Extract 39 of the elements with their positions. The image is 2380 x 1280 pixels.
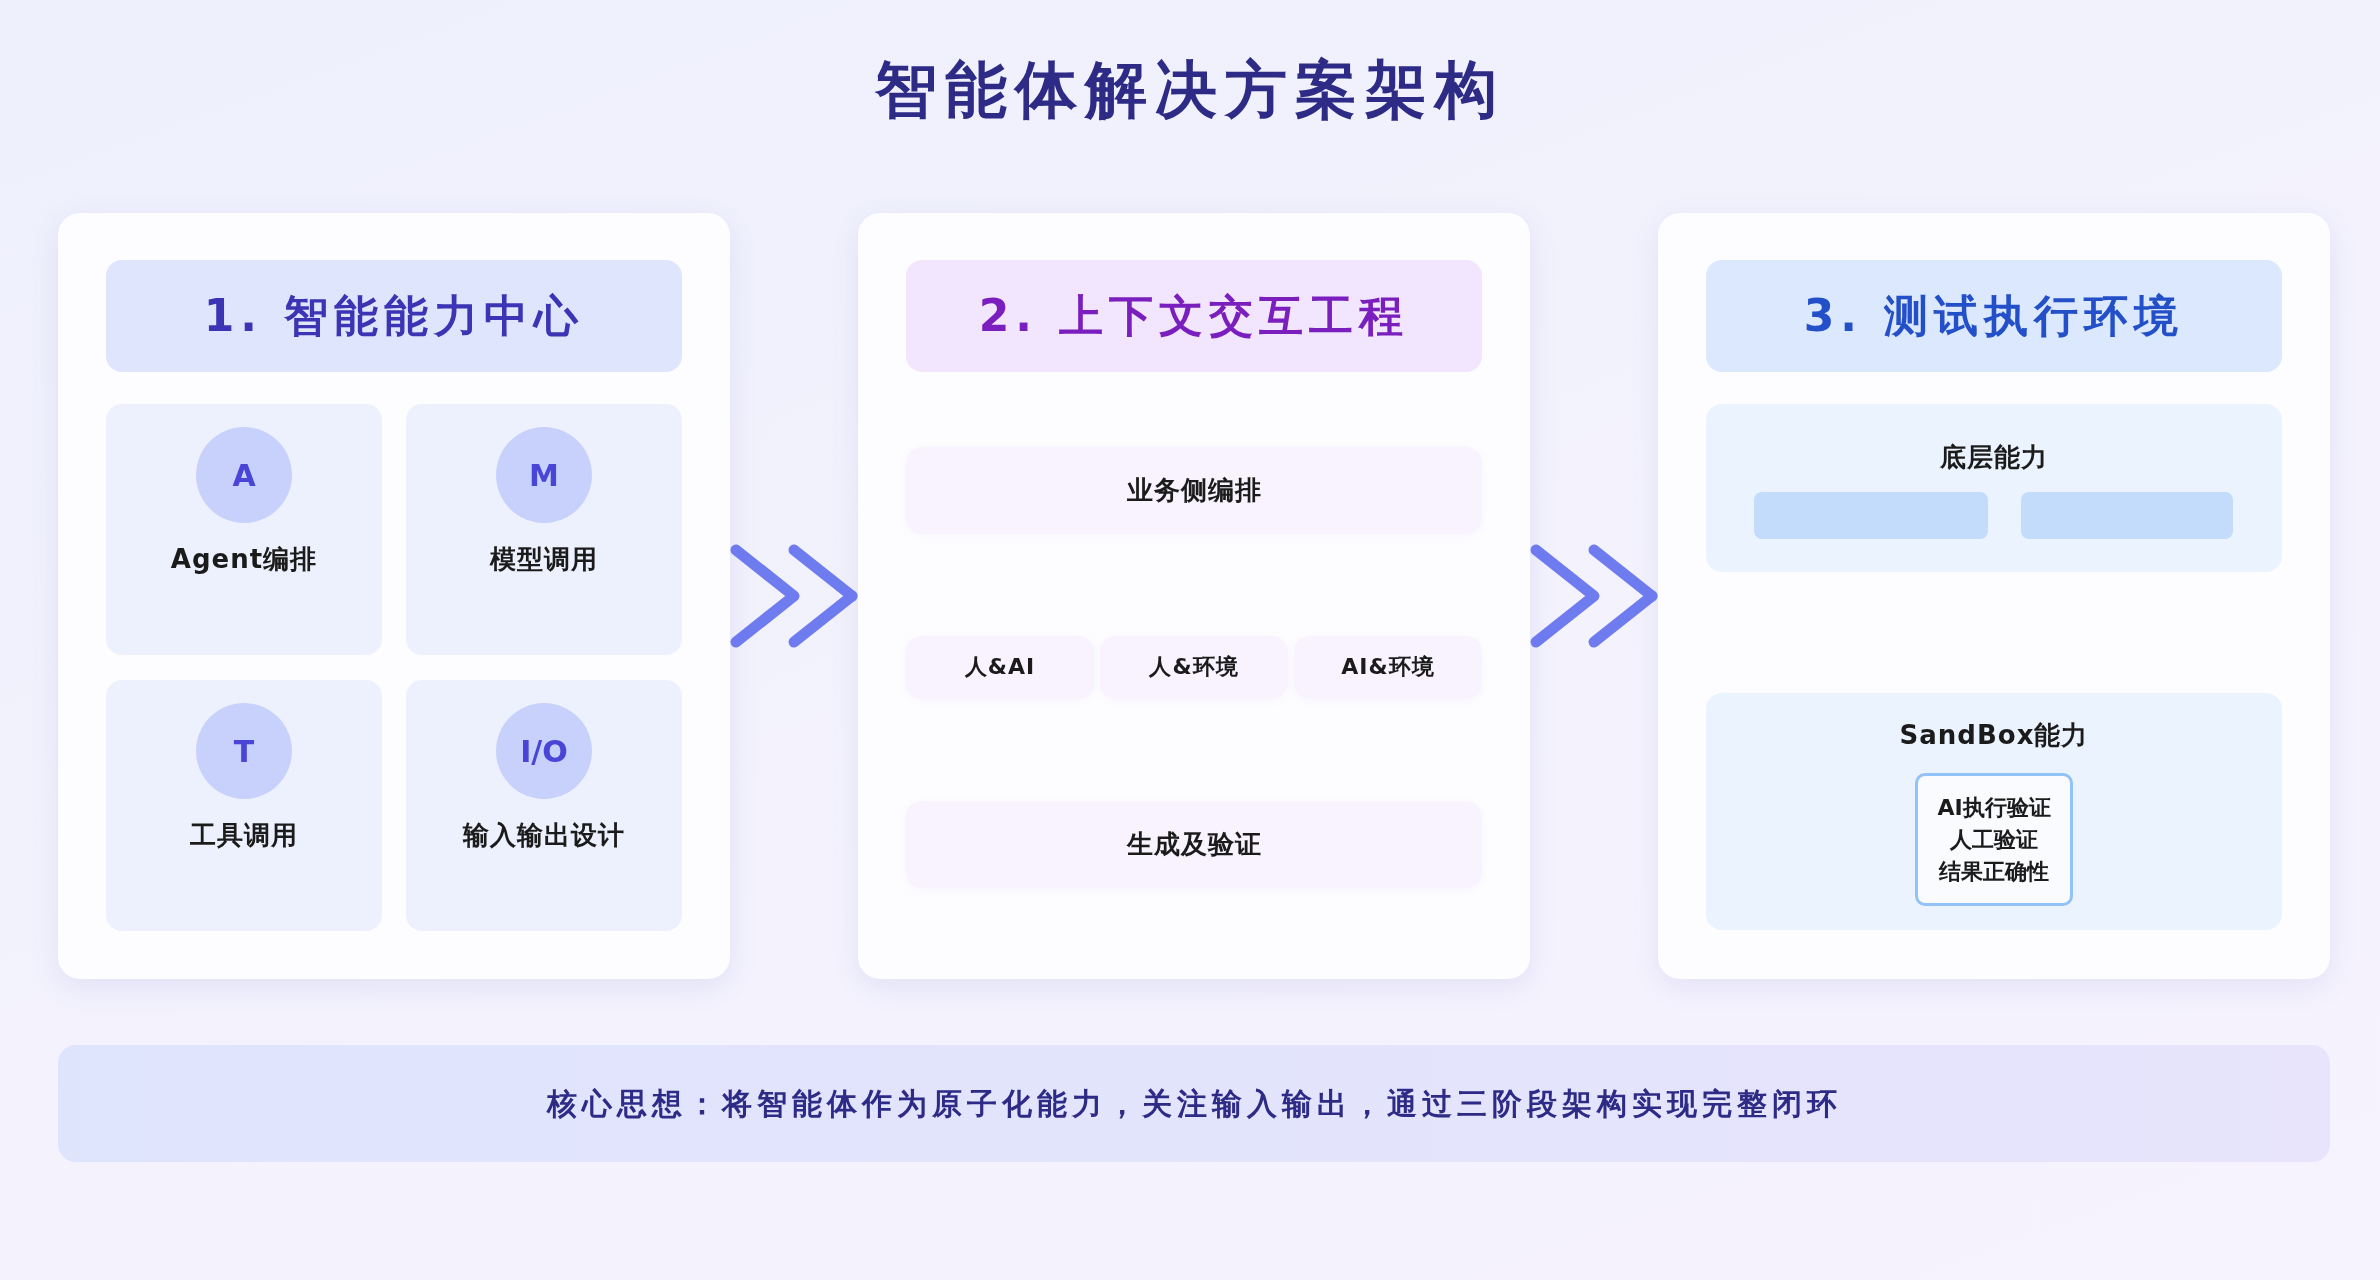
card-label: 输入输出设计 — [463, 820, 625, 852]
initial-letter: M — [529, 458, 559, 492]
capability-group — [1706, 404, 2282, 572]
initial-letter: A — [232, 458, 256, 492]
stage-heading: 1. 智能能力中心 — [203, 289, 585, 343]
capability-card — [406, 404, 682, 655]
tile-label: 人&AI — [964, 654, 1036, 681]
chevron-arrow — [1530, 544, 1658, 648]
check-list-box — [1915, 773, 2073, 906]
step-label: 业务侧编排 — [1126, 474, 1262, 507]
initial-letter: I/O — [520, 734, 568, 768]
card-label: Agent编排 — [170, 544, 318, 576]
tile-label: AI&环境 — [1341, 654, 1435, 681]
step-label: 生成及验证 — [1126, 828, 1262, 861]
stage-heading: 2. 上下文交互工程 — [978, 289, 1410, 343]
capability-group — [1706, 693, 2282, 930]
summary-text: 核心思想：将智能体作为原子化能力，关注输入输出，通过三阶段架构实现完整闭环 — [546, 1085, 1842, 1122]
check-item: AI执行验证 — [1937, 793, 2051, 822]
stage-panel — [858, 213, 1530, 979]
card-label: 模型调用 — [490, 544, 598, 576]
stage-heading: 3. 测试执行环境 — [1803, 289, 2185, 343]
check-item: 结果正确性 — [1939, 857, 2049, 886]
group-heading: 底层能力 — [1940, 442, 2048, 474]
capability-card — [106, 680, 382, 931]
check-item: 人工验证 — [1950, 825, 2038, 854]
stage-header — [106, 260, 682, 372]
group-heading: SandBox能力 — [1899, 720, 2089, 752]
card-label: 工具调用 — [190, 820, 298, 852]
stage-panel — [1658, 213, 2330, 979]
tile-label: 人&环境 — [1149, 654, 1239, 681]
initial-letter: T — [233, 734, 255, 768]
stage-panel — [58, 213, 730, 979]
capability-card — [106, 404, 382, 655]
stage-header — [1706, 260, 2282, 372]
tag-chip — [1754, 492, 1988, 539]
capability-card — [406, 680, 682, 931]
tag-chip — [2021, 492, 2233, 539]
chevron-arrow — [730, 544, 858, 648]
diagram-title: 智能体解决方案架构 — [875, 56, 1505, 125]
